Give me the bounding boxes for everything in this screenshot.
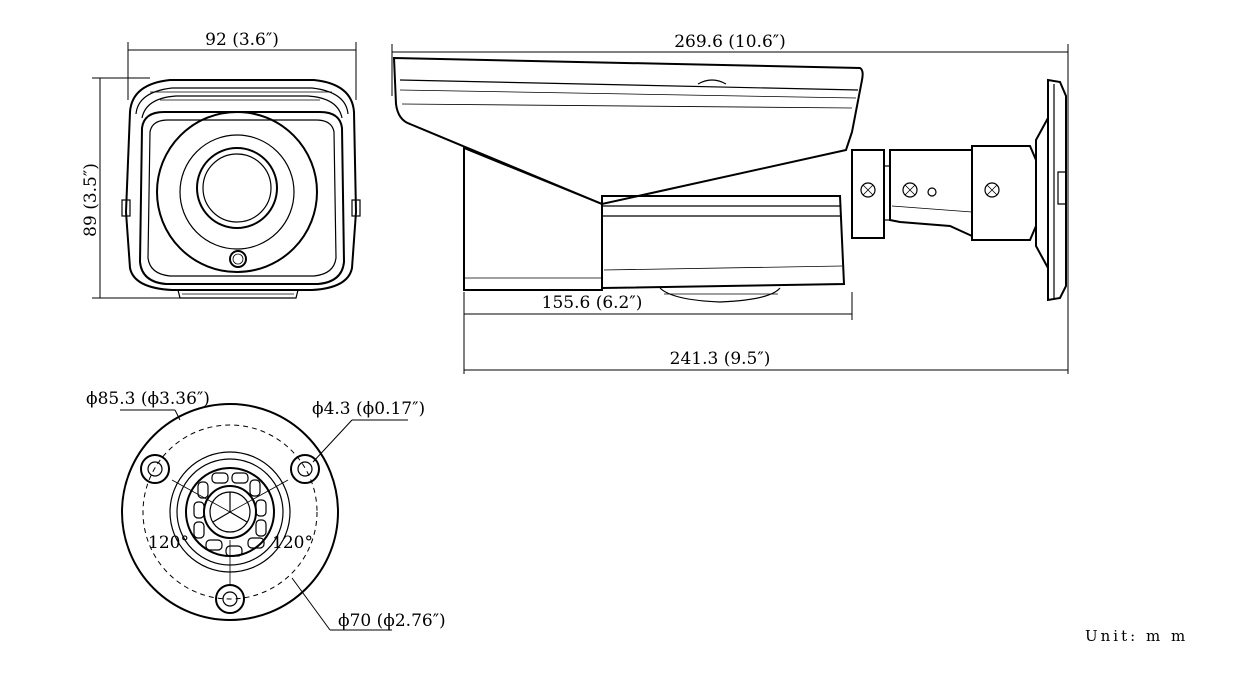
- front-width-label: 92 (3.6″): [205, 30, 279, 50]
- angle-left-label: 120°: [148, 533, 189, 553]
- front-width-dimension: 92 (3.6″): [127, 30, 357, 100]
- side-length-to-mount-label: 241.3 (9.5″): [670, 349, 771, 369]
- front-height-label: 89 (3.5″): [81, 163, 101, 237]
- side-length-to-mount-dimension: 241.3 (9.5″): [464, 349, 1068, 371]
- side-total-length-label: 269.6 (10.6″): [674, 32, 786, 52]
- front-view: 92 (3.6″) 89 (3.5″): [81, 30, 361, 299]
- base-hole-diameter-callout: ϕ4.3 (ϕ0.17″): [312, 399, 425, 463]
- side-view: 269.6 (10.6″) 155.6 (6.2″) 241.3 (9.5″): [391, 32, 1069, 374]
- side-body-length-label: 155.6 (6.2″): [542, 293, 643, 313]
- base-outer-diameter-callout: ϕ85.3 (ϕ3.36″): [86, 389, 210, 421]
- base-circle-diameter-label: ϕ70 (ϕ2.76″): [338, 611, 446, 631]
- base-view: 120° 120° ϕ85.3 (ϕ3.36″) ϕ4.3 (ϕ0.17″) ϕ…: [86, 389, 446, 631]
- angle-right-label: 120°: [272, 533, 313, 553]
- base-outer-diameter-label: ϕ85.3 (ϕ3.36″): [86, 389, 210, 409]
- side-body-length-dimension: 155.6 (6.2″): [463, 292, 853, 374]
- base-circle-diameter-callout: ϕ70 (ϕ2.76″): [291, 577, 446, 631]
- side-total-length-dimension: 269.6 (10.6″): [391, 32, 1069, 374]
- front-height-dimension: 89 (3.5″): [81, 77, 180, 299]
- base-hole-diameter-label: ϕ4.3 (ϕ0.17″): [312, 399, 425, 419]
- unit-label: Unit: m m: [1085, 627, 1188, 645]
